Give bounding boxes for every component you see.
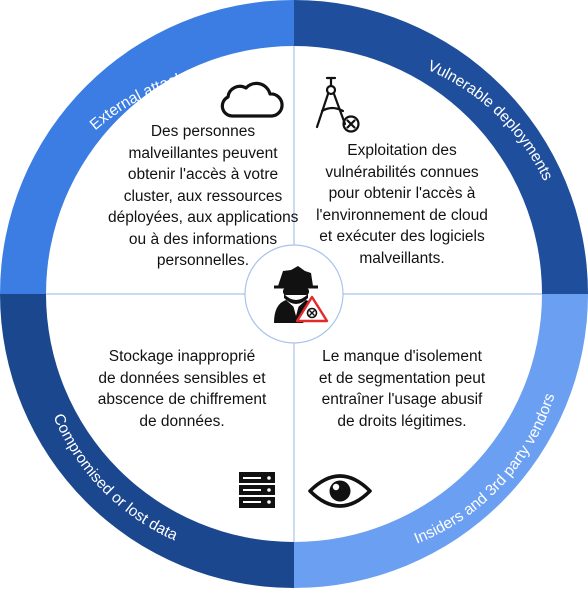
description-line: cluster, aux ressources [123, 187, 283, 205]
description-line: pour obtenir l'accès à [328, 185, 476, 202]
description-line: Exploitation des [347, 142, 457, 159]
description-line: de données sensibles et [98, 369, 266, 387]
description-line: entraîner l'usage abusif [321, 391, 483, 408]
external-attacks-description: Des personnes malveillantes peuvent obte… [108, 121, 298, 272]
description-line: personnelles. [156, 252, 250, 269]
insiders-description: Le manque d'isolement et de segmentation… [296, 346, 508, 432]
description-line: Le manque d'isolement [322, 348, 482, 365]
description-line: et exécuter des logiciels [319, 228, 485, 245]
description-line: abscence de chiffrement [97, 391, 267, 408]
description-line: de données. [139, 412, 225, 430]
description-line: vulnérabilités connues [325, 163, 479, 181]
cloud-icon [220, 81, 284, 118]
description-line: l'environnement de cloud [316, 206, 488, 224]
description-line: malveillants. [359, 249, 445, 267]
compass-drafting-icon [315, 76, 360, 133]
description-line: ou à des informations [128, 230, 278, 248]
server-storage-icon [239, 472, 275, 508]
description-line: et de segmentation peut [318, 369, 486, 387]
description-line: Stockage inapproprié [108, 348, 256, 365]
compromised-data-description: Stockage inapproprié de données sensible… [80, 346, 284, 432]
eye-icon [308, 474, 372, 508]
hacker-warning-icon [274, 266, 329, 323]
description-line: obtenir l'accès à votre [127, 166, 279, 183]
vulnerable-deployments-description: Exploitation des vulnérabilités connues … [302, 140, 502, 269]
description-line: malveillantes peuvent [128, 144, 278, 162]
description-line: de droits légitimes. [337, 412, 467, 430]
description-line: Des personnes [150, 123, 256, 140]
description-line: déployées, aux applications [108, 209, 299, 226]
